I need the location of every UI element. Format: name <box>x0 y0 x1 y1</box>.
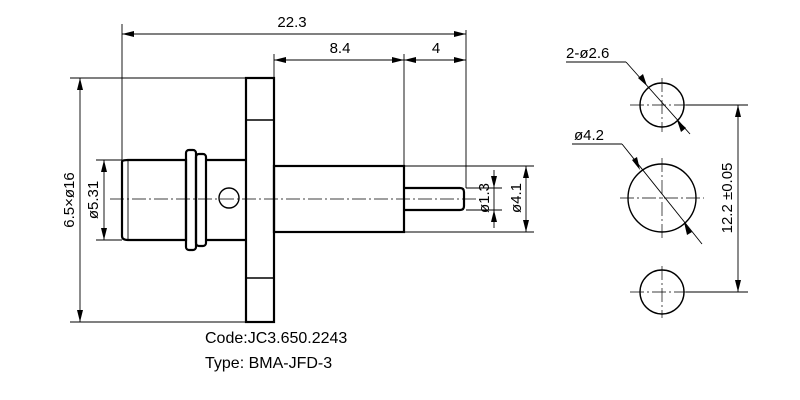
dim-center-hole: ø4.2 <box>574 127 604 144</box>
mount-flange <box>244 76 276 324</box>
part-type: Type: BMA-JFD-3 <box>205 355 333 372</box>
part-code: Code:JC3.650.2243 <box>205 330 348 347</box>
panel-cutout-view <box>566 61 748 318</box>
vent-hole <box>218 187 240 209</box>
dim-pin-length: 4 <box>432 40 440 57</box>
connector-shell <box>120 158 188 242</box>
dim-flange: 6.5×ø16 <box>61 172 78 227</box>
dim-insulator-diameter: ø4.1 <box>508 183 525 213</box>
dimension-lines <box>70 24 534 323</box>
dim-hole-spacing: 12.2 ±0.05 <box>719 163 736 234</box>
connector-side-view <box>110 76 476 324</box>
dim-shell-diameter: ø5.31 <box>85 181 102 219</box>
dim-body-length: 8.4 <box>330 40 351 57</box>
dim-overall-length: 22.3 <box>277 14 306 31</box>
coupling-ring <box>184 148 198 252</box>
dim-mount-holes: 2-ø2.6 <box>566 45 609 62</box>
dim-pin-diameter: ø1.3 <box>476 183 493 213</box>
